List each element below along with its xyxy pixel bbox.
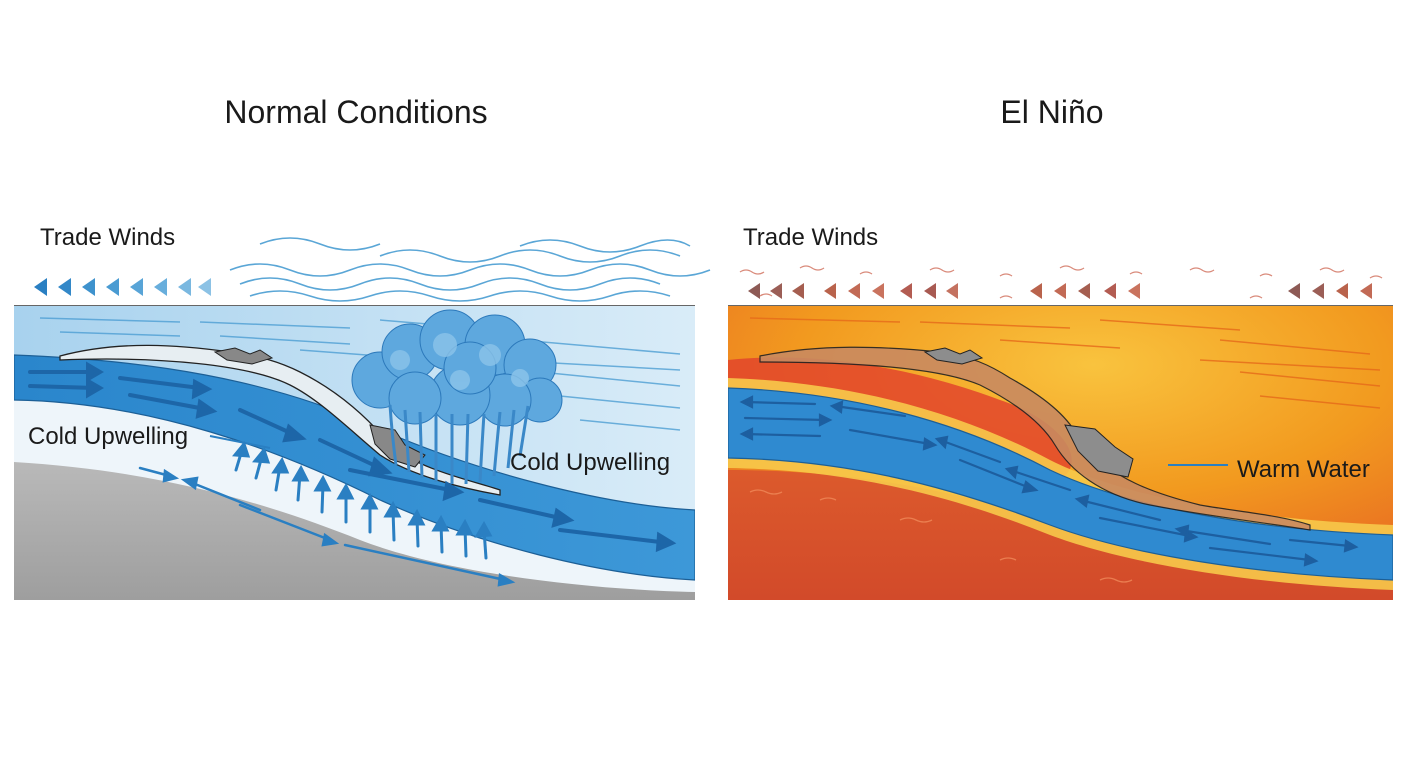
- thermocline-current: [14, 354, 695, 581]
- el-nino-title: El Niño: [1000, 94, 1104, 130]
- trade-winds-label-normal: Trade Winds: [40, 224, 176, 251]
- el-nino-panel: [728, 265, 1393, 600]
- trade-winds-label-el-nino: Trade Winds: [743, 224, 879, 251]
- wind-wave-lines: [229, 237, 711, 302]
- normal-conditions-title: Normal Conditions: [224, 94, 488, 130]
- trade-wind-arrows-weak: [748, 283, 1372, 299]
- cold-upwelling-label-right: Cold Upwelling: [510, 449, 671, 476]
- cold-upwelling-label-left: Cold Upwelling: [28, 423, 189, 450]
- seabed: [14, 462, 695, 600]
- normal-panel: [14, 237, 711, 600]
- thermocline-current-el-nino: [728, 387, 1393, 581]
- convection-cloud: [351, 309, 563, 485]
- trade-wind-arrows: [34, 278, 211, 296]
- warm-water-label: Warm Water: [1237, 456, 1370, 483]
